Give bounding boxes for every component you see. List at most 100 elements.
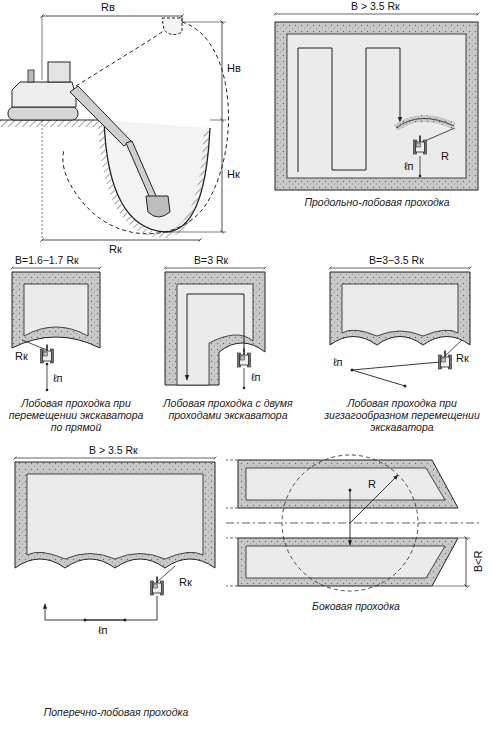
excavator-arm: [126, 141, 156, 198]
pit-slope: [238, 460, 458, 508]
width-dimensions: [12, 14, 478, 458]
digging-envelope: [63, 22, 229, 234]
figure-caption: Лобовая проходка при перемещении экскава…: [2, 397, 150, 433]
figure-caption: Продольно-лобовая проходка: [270, 196, 484, 208]
ghost-boom: [76, 28, 168, 86]
excavator-symbol: [414, 136, 427, 155]
extension-line: [226, 460, 238, 461]
pit-bottom: [24, 284, 88, 336]
extension-line: [458, 538, 470, 539]
dimension-line: [12, 268, 100, 269]
pit-slope: [165, 272, 265, 385]
dimension-line: [165, 268, 265, 269]
figure-caption: Лобовая проходка при зигзагообразном пер…: [315, 397, 489, 433]
step-label: ℓп: [97, 624, 109, 637]
plan-frontal-two-passes: [165, 272, 265, 388]
radius-line: [22, 340, 47, 350]
pit-bottom: [342, 284, 458, 336]
pit-hatch: [101, 123, 207, 235]
pass-path: [298, 48, 400, 172]
width-label: B=1.6−1.7 Rк: [14, 254, 80, 267]
dimension-line: [330, 268, 470, 269]
pit-slope: [238, 538, 458, 586]
step-label: ℓп: [52, 372, 64, 385]
step-label: ℓп: [250, 371, 262, 384]
pass-path: [45, 596, 157, 620]
step-label: ℓп: [332, 356, 344, 369]
pit-bottom: [246, 546, 445, 578]
ground-hatch: [0, 120, 100, 127]
dimension-label: Rк: [108, 243, 123, 256]
plan-side-pass: [226, 455, 480, 591]
dimension-line: [222, 120, 223, 232]
extension-line: [226, 586, 238, 587]
width-label: B > 3.5 Rк: [350, 0, 401, 13]
width-label: B > 3.5 Rк: [88, 444, 139, 457]
extension-line: [42, 16, 43, 80]
pit-slope: [12, 272, 100, 348]
figure-caption: Боковая проходка: [280, 600, 432, 612]
figure-caption: Лобовая проходка с двумя проходами экска…: [152, 397, 304, 421]
working-face-edge: [396, 118, 454, 128]
pass-path: [187, 294, 244, 380]
extension-line: [226, 538, 238, 539]
extension-line: [182, 16, 183, 22]
extension-line: [182, 22, 226, 23]
dimension-line: [42, 240, 200, 241]
step-line: [244, 368, 245, 388]
excavator-section: [0, 16, 228, 240]
dimension-line: [42, 16, 182, 17]
radius-label: Rк: [455, 352, 470, 365]
step-label: ℓп: [403, 160, 415, 173]
pit-bottom: [287, 34, 466, 178]
reach-circle: [282, 455, 418, 591]
step-line: [47, 364, 48, 390]
extension-line: [42, 120, 43, 240]
excavator-tracks: [8, 107, 78, 120]
width-label: B=3−3.5 Rк: [368, 254, 425, 267]
dimension-label: B<R: [472, 546, 485, 578]
figure-caption: Поперечно-лобовая проходка: [15, 706, 217, 718]
dimension-line: [466, 538, 467, 586]
radius-line: [350, 475, 398, 523]
excavator-symbol: [439, 351, 452, 370]
extension-line: [210, 120, 226, 121]
radius-label: Rк: [178, 576, 193, 589]
radius-label: R: [440, 150, 450, 163]
plan-frontal-straight: [12, 272, 100, 390]
dimension-line: [275, 14, 478, 15]
extension-line: [165, 232, 226, 233]
pit-slope: [15, 462, 215, 568]
zigzag-path: [352, 362, 440, 386]
axis-line: [226, 523, 480, 524]
excavator-boom: [70, 86, 131, 146]
working-face: [396, 118, 454, 128]
dimension-line: [222, 22, 223, 120]
radius-line: [157, 566, 175, 582]
extension-line: [432, 586, 470, 587]
step-line: [85, 620, 125, 621]
excavator-exhaust: [28, 70, 34, 82]
plan-frontal-zigzag: [330, 272, 470, 386]
width-label: B=3 Rк: [193, 254, 229, 267]
dimension-line: [15, 458, 215, 459]
pit-bottom: [27, 474, 203, 559]
excavator-symbol: [238, 349, 251, 368]
radius-label: Rк: [14, 350, 29, 363]
plan-transverse-frontal: [15, 462, 215, 620]
plan-longitudinal: [275, 22, 478, 190]
dimension-label: Hв: [226, 62, 242, 75]
dimension-label: Rв: [100, 1, 116, 14]
excavator-symbol: [41, 345, 54, 364]
pit-bottom: [177, 284, 253, 385]
dimension-label: Hк: [226, 168, 241, 181]
pit-slope: [330, 272, 470, 345]
ghost-bucket: [162, 18, 182, 35]
extension-line: [226, 508, 238, 509]
radius-label: R: [367, 478, 377, 491]
excavator-body: [12, 82, 76, 107]
step-line: [420, 156, 421, 176]
excavator-symbol: [151, 577, 164, 596]
